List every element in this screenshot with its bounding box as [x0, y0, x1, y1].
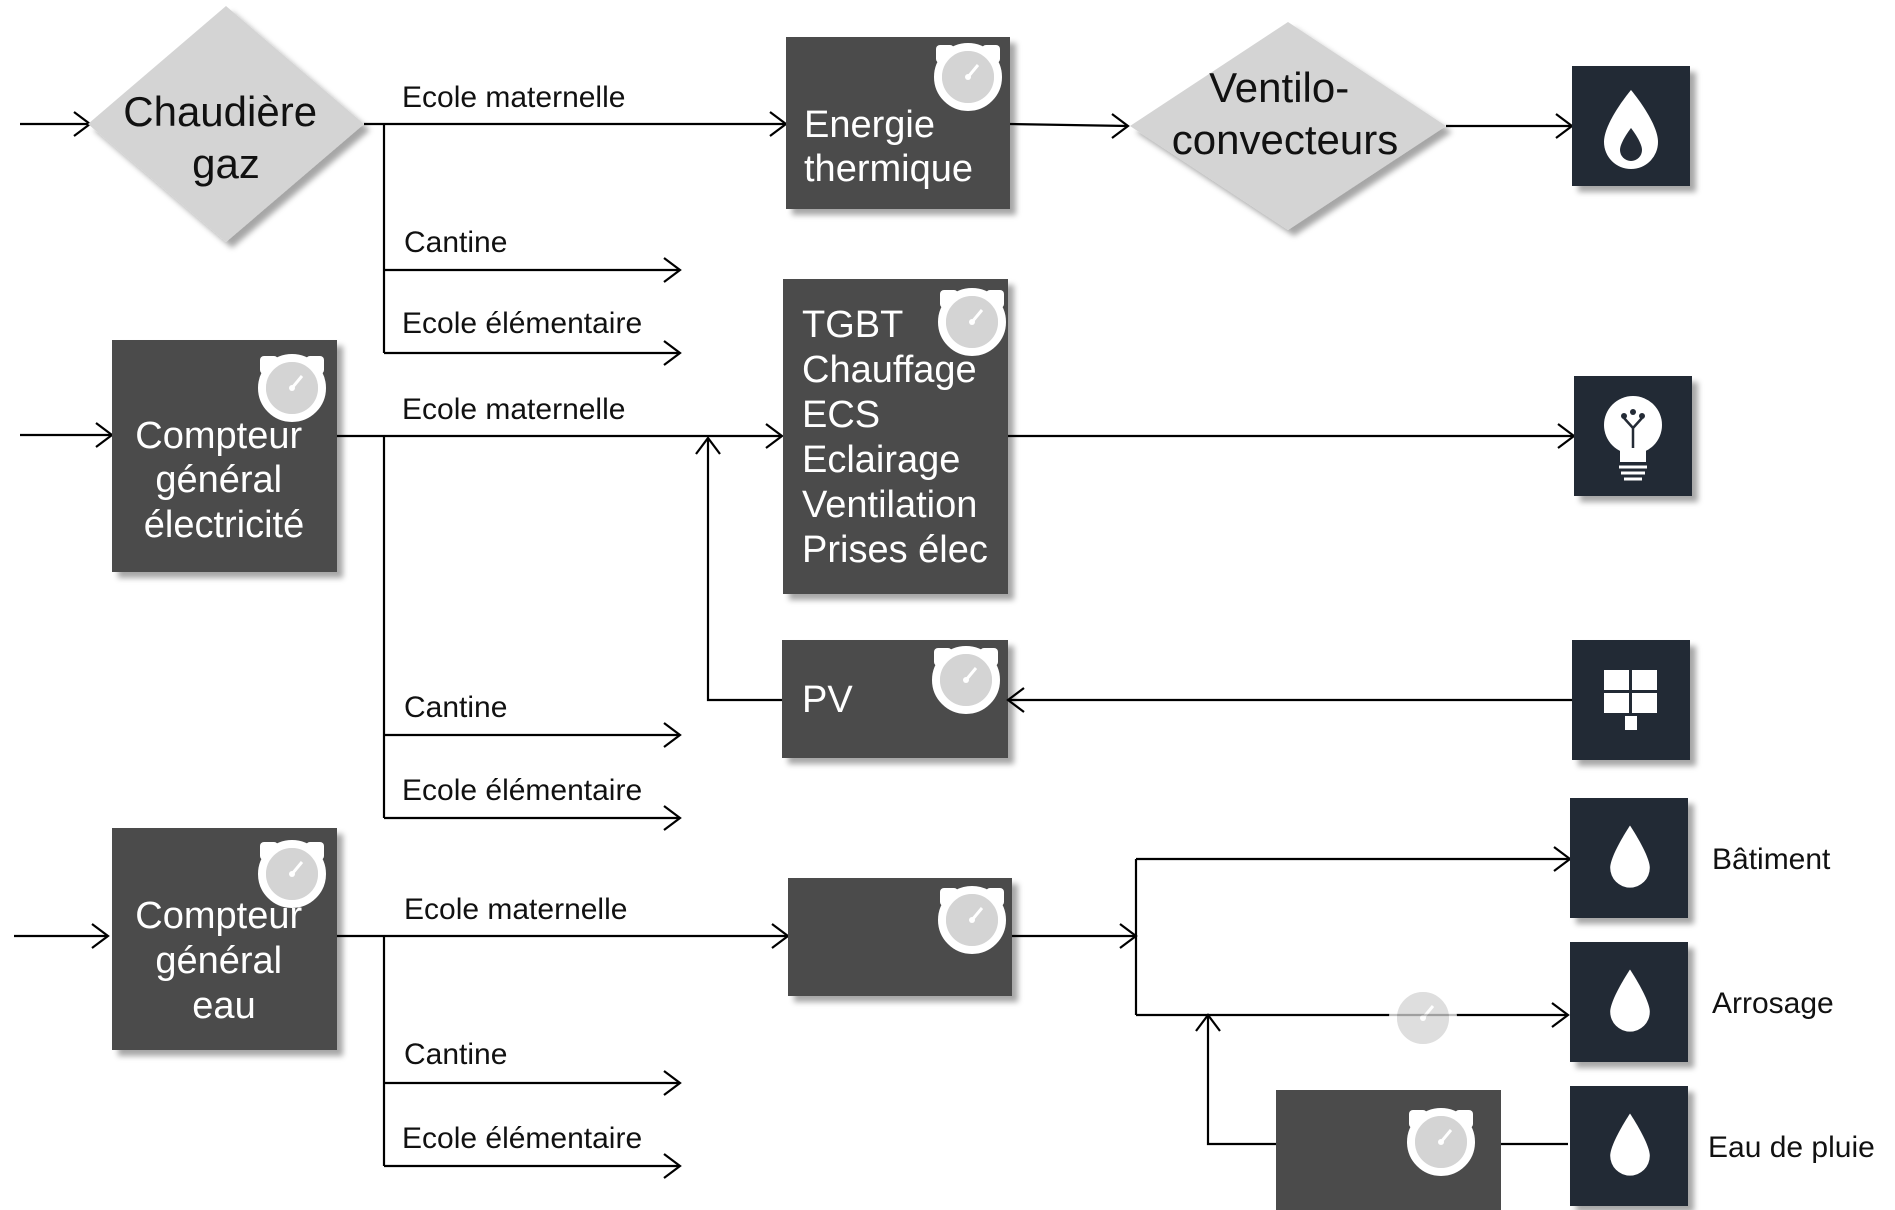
pluie-to-arrosage-line — [1206, 1015, 1276, 1146]
meter-icon — [1409, 1110, 1473, 1172]
lightbulb-icon — [1604, 396, 1662, 481]
solar-output-box — [1572, 640, 1690, 760]
solar-panel-icon — [1604, 670, 1657, 730]
chaudiere-gaz-diamond[interactable] — [88, 6, 364, 242]
chaudiere-gaz-label: Chaudière gaz — [123, 88, 328, 187]
gaz-cantine-label: Cantine — [404, 226, 507, 259]
pv-label: PV — [802, 679, 853, 721]
batiment-label: Bâtiment — [1712, 843, 1831, 876]
elec-cantine-label: Cantine — [404, 691, 507, 724]
flame-icon — [1604, 90, 1658, 169]
elec-maternelle-label: Ecole maternelle — [402, 393, 625, 426]
gaz-elementaire-label: Ecole élémentaire — [402, 307, 642, 340]
eau-pluie-label: Eau de pluie — [1708, 1131, 1875, 1164]
eau-elementaire-label: Ecole élémentaire — [402, 1122, 642, 1155]
ventilo-convecteurs-diamond[interactable] — [1130, 22, 1446, 230]
eau-cantine-label: Cantine — [404, 1038, 507, 1071]
energie-ventilo-line — [1009, 122, 1129, 128]
ventilo-convecteurs-label: Ventilo- convecteurs — [1172, 64, 1398, 163]
pluie-to-arrosage-arrow — [1195, 1013, 1221, 1032]
gaz-maternelle-label: Ecole maternelle — [402, 81, 625, 114]
energie-ventilo-arrow — [1111, 113, 1130, 139]
gaz-section: Chaudière gaz Ecole maternelle Cantine E… — [20, 6, 1690, 366]
pv-to-tgbt-line — [706, 438, 782, 702]
compteur-eau-label: Compteur général eau — [135, 895, 312, 1027]
eau-maternelle-label: Ecole maternelle — [404, 893, 627, 926]
elec-elementaire-label: Ecole élémentaire — [402, 774, 642, 807]
arrosage-arrow — [1551, 1002, 1570, 1028]
eau-elementaire-arrow — [663, 1153, 682, 1179]
solar-to-pv-arrow — [1006, 687, 1025, 713]
pv-to-tgbt-arrow — [695, 436, 721, 455]
eau-section: Compteur général eau Ecole maternelle Ca… — [14, 798, 1875, 1210]
elec-elementaire-arrow — [663, 805, 682, 831]
gaz-cantine-arrow — [663, 257, 682, 283]
elec-maternelle-arrow — [765, 423, 784, 449]
tgbt-label: TGBT Chauffage ECS Eclairage Ventilation… — [802, 304, 988, 571]
meter-icon — [940, 290, 1004, 352]
energie-thermique-label: Energie thermique — [804, 104, 973, 190]
electricite-section: Compteur général électricité Ecole mater… — [20, 279, 1692, 831]
meter-icon — [1391, 986, 1455, 1048]
elec-cantine-arrow — [663, 722, 682, 748]
arrosage-label: Arrosage — [1712, 987, 1834, 1020]
meter-icon — [940, 888, 1004, 950]
eau-input-arrow — [91, 923, 110, 949]
gaz-elementaire-arrow — [663, 340, 682, 366]
compteur-electricite-label: Compteur général électricité — [135, 415, 312, 546]
meter-icon — [934, 648, 998, 710]
meter-icon — [260, 356, 324, 418]
meter-icon — [936, 45, 1000, 107]
eau-cantine-arrow — [663, 1070, 682, 1096]
